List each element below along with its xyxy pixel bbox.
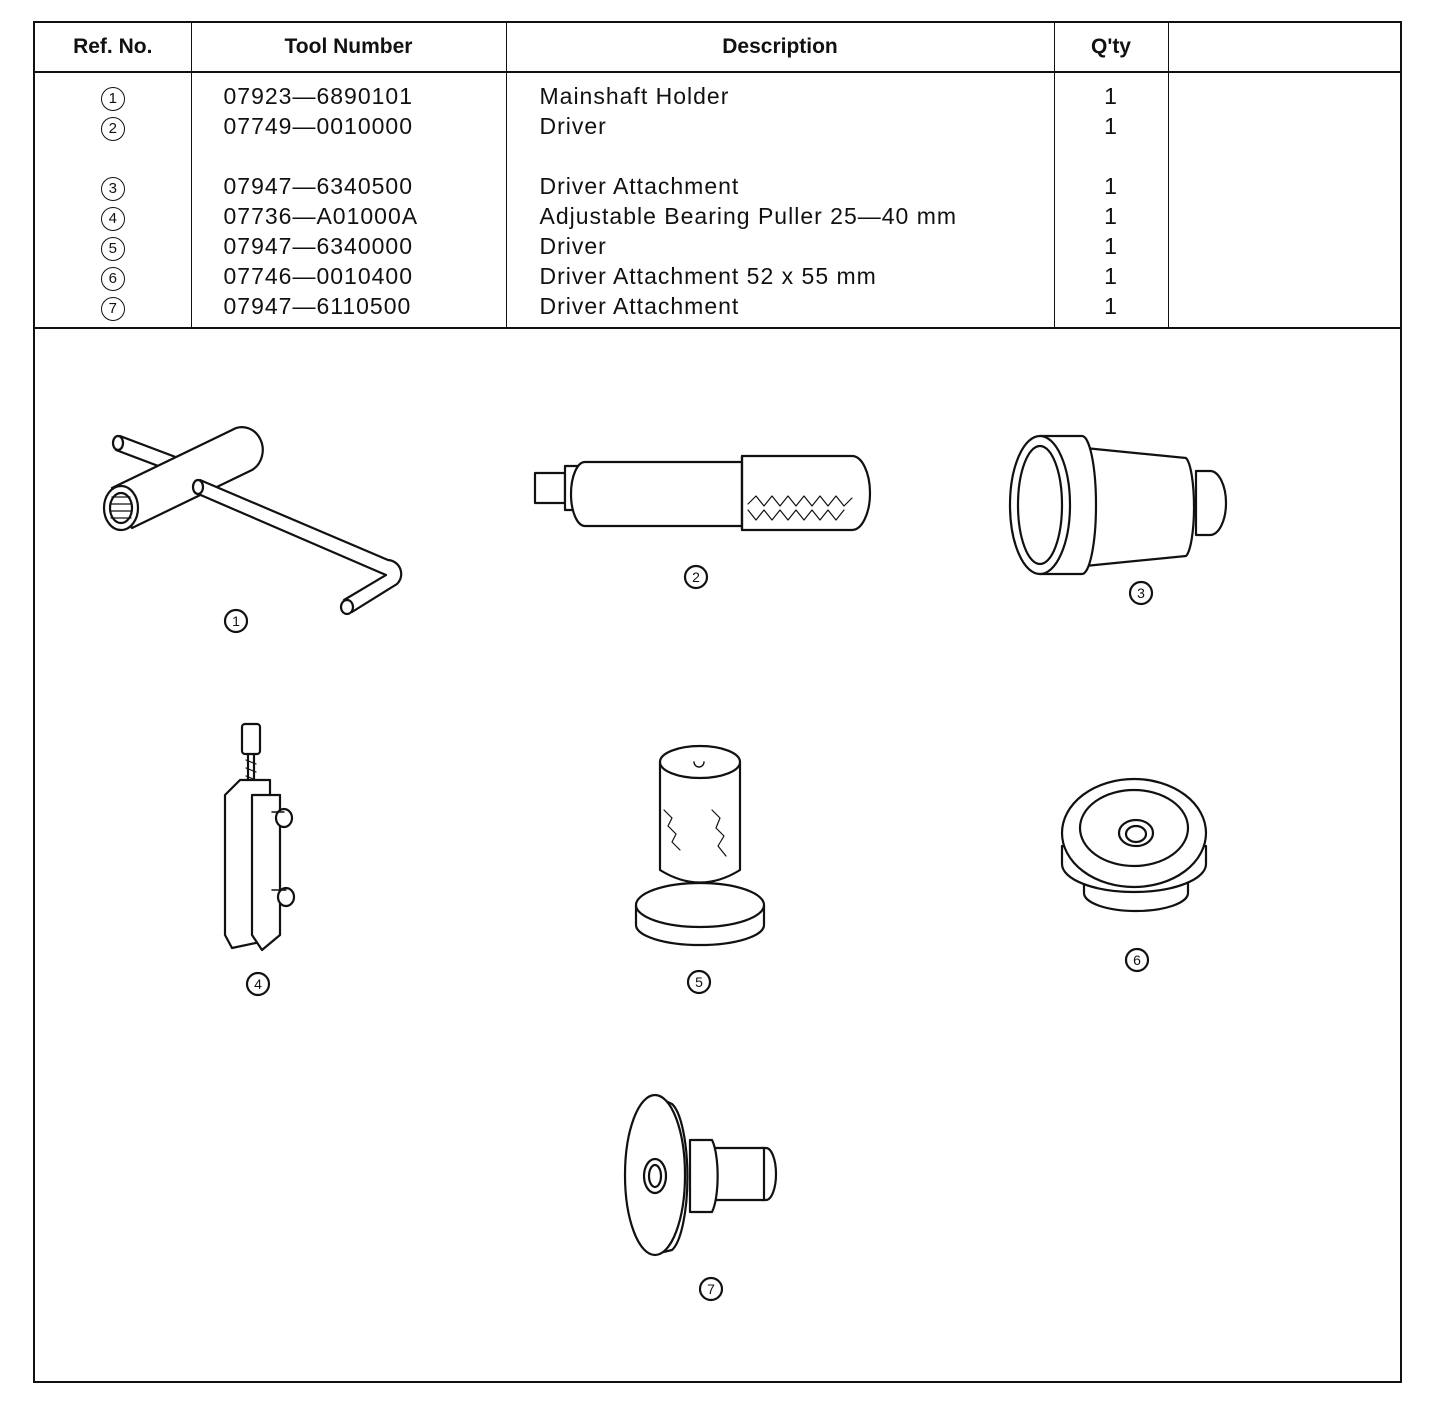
figure-label-5: 5 bbox=[686, 969, 712, 995]
ref-cell: 3 bbox=[35, 171, 192, 201]
svg-text:4: 4 bbox=[254, 976, 262, 992]
ref-number: 5 bbox=[100, 236, 125, 261]
driver-attachment-pilot-icon bbox=[623, 1093, 778, 1257]
bearing-puller-icon bbox=[223, 722, 296, 952]
svg-text:5: 5 bbox=[695, 974, 703, 990]
svg-text:7: 7 bbox=[707, 1281, 715, 1297]
figure-label-4: 4 bbox=[245, 971, 271, 997]
table-row: 5 07947—6340000 Driver 1 bbox=[35, 231, 1400, 261]
qty-cell: 1 bbox=[1054, 261, 1169, 291]
tool-number-cell: 07947—6110500 bbox=[191, 291, 507, 329]
table-row: 7 07947—6110500 Driver Attachment 1 bbox=[35, 291, 1400, 329]
tool-number-cell: 07947—6340500 bbox=[191, 171, 507, 201]
figure-label-6: 6 bbox=[1124, 947, 1150, 973]
description-cell: Mainshaft Holder bbox=[506, 72, 1055, 111]
driver-attachment-cup-icon bbox=[1008, 434, 1228, 576]
table-row: 2 07749—0010000 Driver 1 bbox=[35, 111, 1400, 141]
tool-number-header: Tool Number bbox=[191, 23, 507, 73]
description-cell: Driver Attachment bbox=[506, 291, 1055, 329]
table-row: 6 07746—0010400 Driver Attachment 52 x 5… bbox=[35, 261, 1400, 291]
ref-number: 3 bbox=[100, 176, 125, 201]
table-header-row: Ref. No. Tool Number Description Q'ty bbox=[35, 23, 1400, 73]
ref-cell: 5 bbox=[35, 231, 192, 261]
table-row: 4 07736—A01000A Adjustable Bearing Pulle… bbox=[35, 201, 1400, 231]
tool-number-cell: 07749—0010000 bbox=[191, 111, 507, 141]
tool-number-cell: 07736—A01000A bbox=[191, 201, 507, 231]
ref-cell: 4 bbox=[35, 201, 192, 231]
table-row: 3 07947—6340500 Driver Attachment 1 bbox=[35, 171, 1400, 201]
figure-label-3: 3 bbox=[1128, 580, 1154, 606]
svg-text:3: 3 bbox=[1137, 585, 1145, 601]
svg-text:6: 6 bbox=[1133, 952, 1141, 968]
description-cell: Driver Attachment bbox=[506, 171, 1055, 201]
svg-text:1: 1 bbox=[232, 613, 240, 629]
ref-number: 1 bbox=[100, 86, 125, 111]
qty-cell: 1 bbox=[1054, 111, 1169, 141]
qty-cell: 1 bbox=[1054, 72, 1169, 111]
figure-label-2: 2 bbox=[683, 564, 709, 590]
qty-cell: 1 bbox=[1054, 171, 1169, 201]
ref-cell: 1 bbox=[35, 72, 192, 111]
driver-attachment-disc-icon bbox=[1060, 777, 1208, 913]
figure-label-7: 7 bbox=[698, 1276, 724, 1302]
tool-number-cell: 07947—6340000 bbox=[191, 231, 507, 261]
ref-number: 2 bbox=[100, 116, 125, 141]
ref-number: 4 bbox=[100, 206, 125, 231]
figure-label-1: 1 bbox=[223, 608, 249, 634]
qty-header: Q'ty bbox=[1054, 23, 1169, 73]
description-cell: Driver bbox=[506, 111, 1055, 141]
ref-number: 6 bbox=[100, 266, 125, 291]
description-cell: Driver bbox=[506, 231, 1055, 261]
qty-cell: 1 bbox=[1054, 201, 1169, 231]
description-cell: Adjustable Bearing Puller 25—40 mm bbox=[506, 201, 1055, 231]
blank-header bbox=[1168, 23, 1400, 73]
ref-cell: 2 bbox=[35, 111, 192, 141]
ref-number: 7 bbox=[100, 296, 125, 321]
blank-cell bbox=[1168, 291, 1400, 329]
driver-handle-icon bbox=[533, 454, 872, 532]
description-cell: Driver Attachment 52 x 55 mm bbox=[506, 261, 1055, 291]
tool-number-cell: 07746—0010400 bbox=[191, 261, 507, 291]
qty-cell: 1 bbox=[1054, 231, 1169, 261]
ref-cell: 7 bbox=[35, 291, 192, 329]
table-row: 1 07923—6890101 Mainshaft Holder 1 bbox=[35, 72, 1400, 111]
qty-cell: 1 bbox=[1054, 291, 1169, 329]
ref-cell: 6 bbox=[35, 261, 192, 291]
tools-table: Ref. No. Tool Number Description Q'ty 1 … bbox=[35, 23, 1400, 329]
description-header: Description bbox=[506, 23, 1055, 73]
tool-number-cell: 07923—6890101 bbox=[191, 72, 507, 111]
special-tools-sheet: Ref. No. Tool Number Description Q'ty 1 … bbox=[33, 21, 1402, 1383]
svg-text:2: 2 bbox=[692, 569, 700, 585]
table-spacer-row bbox=[35, 141, 1400, 171]
driver-knurled-icon bbox=[634, 744, 766, 947]
mainshaft-holder-icon bbox=[102, 426, 403, 616]
ref-no-header: Ref. No. bbox=[35, 23, 192, 73]
